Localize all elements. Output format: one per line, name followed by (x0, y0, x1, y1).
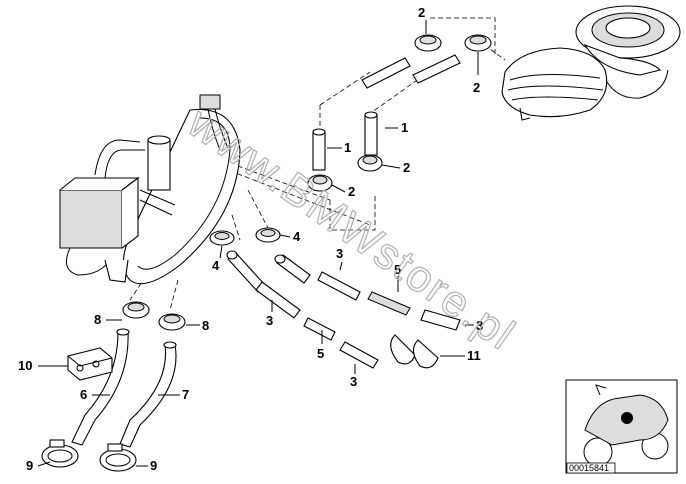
clamps-8 (122, 301, 186, 331)
label-6: 6 (80, 387, 87, 402)
dashed-guides (129, 17, 506, 311)
label-2: 2 (473, 80, 480, 95)
label-3: 3 (350, 374, 357, 389)
label-8: 8 (202, 318, 209, 333)
label-10: 10 (18, 358, 32, 373)
tank-flange (575, 5, 681, 99)
label-5: 5 (394, 262, 401, 277)
fuel-pump-assembly (59, 94, 241, 285)
label-2: 2 (403, 160, 410, 175)
label-4: 4 (293, 229, 301, 244)
label-3: 3 (476, 318, 483, 333)
watermark: www.BMWstore.pl (178, 97, 524, 360)
leader-lines (37, 20, 479, 467)
lower-hoses (71, 328, 177, 448)
label-2: 2 (348, 184, 355, 199)
label-1: 1 (344, 140, 351, 155)
motorcycle-thumbnail: 00015841 (565, 379, 678, 474)
label-9: 9 (150, 458, 157, 473)
label-3: 3 (266, 313, 273, 328)
label-3: 3 (336, 246, 343, 261)
label-9: 9 (26, 458, 33, 473)
block-10 (67, 347, 113, 381)
clip-11 (390, 334, 439, 369)
filter-housing (501, 47, 608, 121)
label-2: 2 (418, 5, 425, 20)
middle-hoses (226, 250, 461, 369)
label-4: 4 (212, 258, 220, 273)
motorcycle-icon (583, 384, 669, 467)
top-hoses (307, 34, 492, 192)
label-11: 11 (467, 348, 481, 363)
clamps-4 (209, 227, 281, 246)
label-1: 1 (401, 120, 408, 135)
hose-clamps-9 (41, 439, 137, 472)
callout-labels: 2 2 1 1 2 2 4 4 3 5 3 3 5 3 11 8 8 10 6 … (18, 5, 483, 473)
reference-number: 00015841 (569, 463, 609, 473)
label-7: 7 (182, 387, 189, 402)
label-5: 5 (317, 346, 324, 361)
label-8: 8 (94, 312, 101, 327)
